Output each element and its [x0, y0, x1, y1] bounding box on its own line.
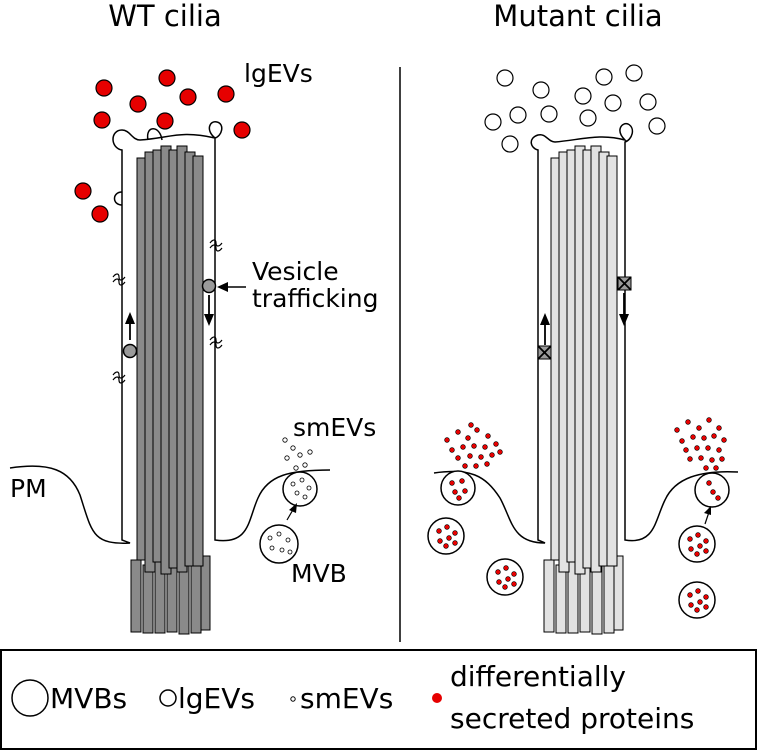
wt-membrane-bump	[113, 191, 123, 206]
wt-trafficking-label-line1: Vesicle	[252, 257, 339, 286]
wt-ift-train	[209, 336, 223, 349]
legend-smev-icon	[290, 696, 296, 702]
wt-fusing-mvb	[282, 471, 318, 507]
mutant-fusing-mvb-left	[440, 470, 476, 506]
legend: MVBs lgEVs smEVs differentially secreted…	[0, 649, 757, 750]
mutant-panel-title: Mutant cilia	[493, 0, 662, 33]
wt-pm-label: PM	[10, 474, 47, 503]
mutant-fusing-mvb-right-contents	[706, 480, 721, 501]
legend-proteins-label-line2: secreted proteins	[450, 702, 694, 735]
mutant-secreted-proteins-left	[444, 422, 503, 477]
mutant-lgevs-cluster	[484, 64, 666, 153]
mutant-blocked-vesicle	[537, 345, 552, 360]
wt-lgevs-label: lgEVs	[244, 59, 313, 88]
mutant-mvb	[486, 558, 524, 596]
wt-mvb-contents	[267, 531, 293, 555]
wt-smevs-cluster	[282, 437, 313, 471]
legend-mvb-icon	[11, 679, 49, 717]
mutant-arrowhead	[704, 506, 711, 515]
mutant-panel	[427, 64, 739, 635]
legend-box	[0, 649, 757, 750]
wt-ift-train	[112, 273, 126, 286]
wt-mvb-label: MVB	[291, 559, 347, 588]
wt-panel: lgEVs Vesicle trafficking smEVs PM MVB	[9, 59, 378, 635]
wt-membrane-bump	[146, 128, 163, 141]
mutant-blocked-vesicle	[617, 276, 632, 291]
mutant-mvb	[678, 525, 716, 563]
legend-mvbs-label: MVBs	[50, 682, 127, 715]
mutant-arrowhead	[619, 314, 629, 326]
legend-proteins-label-line1: differentially	[450, 660, 626, 693]
mutant-fusing-mvb-left-contents	[449, 478, 468, 501]
mutant-mvb	[678, 581, 716, 619]
wt-arrowhead	[217, 282, 228, 292]
legend-smevs-label: smEVs	[300, 682, 393, 715]
legend-protein-icon	[432, 693, 442, 703]
legend-lgev-icon	[159, 689, 177, 707]
legend-lgevs-label: lgEVs	[178, 682, 255, 715]
wt-trafficking-vesicle	[201, 278, 217, 294]
mutant-basal-body	[543, 555, 624, 635]
mutant-arrowhead	[540, 313, 550, 325]
mutant-plasma-membrane	[433, 122, 739, 544]
wt-smevs-label: smEVs	[293, 413, 376, 442]
mutant-secreted-proteins-right	[674, 417, 727, 471]
wt-plasma-membrane	[9, 121, 331, 544]
wt-mvb	[259, 524, 299, 564]
mutant-axoneme	[550, 145, 618, 575]
wt-ift-train	[112, 371, 126, 384]
wt-ift-train	[209, 239, 223, 252]
wt-trafficking-label-line2: trafficking	[252, 284, 378, 313]
wt-arrowhead	[125, 312, 135, 324]
wt-axoneme	[136, 145, 204, 575]
wt-arrowhead	[289, 503, 297, 513]
wt-lgevs-cluster	[74, 69, 251, 223]
mutant-mvb	[427, 517, 465, 555]
wt-trafficking-vesicle	[122, 343, 138, 359]
wt-panel-title: WT cilia	[108, 0, 222, 33]
wt-fusing-mvb-contents	[290, 477, 312, 500]
wt-arrowhead	[204, 314, 214, 326]
